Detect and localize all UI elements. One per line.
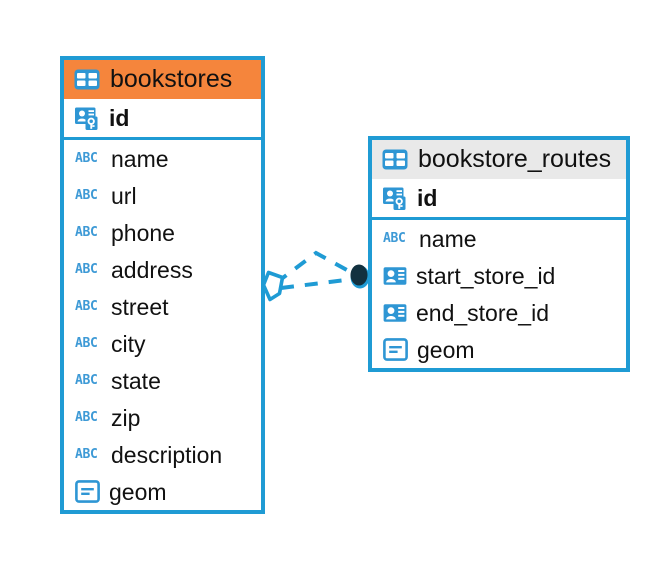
field-label: geom <box>109 478 167 505</box>
field-row-geom[interactable]: geom <box>64 473 261 510</box>
field-row-address[interactable]: ABC address <box>64 251 261 288</box>
foreign-key-icon <box>383 302 407 324</box>
abc-text-icon: ABC <box>75 409 98 425</box>
crows-foot-many-marker <box>261 270 285 302</box>
field-label: phone <box>111 219 175 246</box>
abc-text-icon: ABC <box>75 187 98 203</box>
field-label: geom <box>417 336 475 363</box>
foreign-key-icon <box>383 265 407 287</box>
field-label: street <box>111 293 169 320</box>
field-label: id <box>109 105 130 132</box>
relationship-line-lower <box>280 277 355 290</box>
field-label: description <box>111 441 223 468</box>
entity-header-bookstore-routes[interactable]: bookstore_routes <box>372 140 626 180</box>
abc-text-icon: ABC <box>75 335 98 351</box>
entity-title-bookstore-routes: bookstore_routes <box>418 145 612 173</box>
primary-key-icon <box>75 106 100 131</box>
field-row-state[interactable]: ABC state <box>64 362 261 399</box>
field-label: city <box>111 330 146 357</box>
table-icon <box>74 69 100 90</box>
field-label: url <box>111 182 137 209</box>
field-label: state <box>111 367 161 394</box>
primary-key-icon <box>383 186 408 211</box>
field-label: address <box>111 256 193 283</box>
abc-text-icon: ABC <box>75 446 98 462</box>
field-label: name <box>111 145 169 172</box>
field-row-name[interactable]: ABC name <box>372 220 626 257</box>
geometry-icon <box>383 338 408 362</box>
field-row-id[interactable]: id <box>372 179 626 221</box>
abc-text-icon: ABC <box>75 150 98 166</box>
entity-bookstore-routes[interactable]: bookstore_routes <box>368 136 630 373</box>
field-row-start-store-id[interactable]: start_store_id <box>372 257 626 294</box>
field-row-end-store-id[interactable]: end_store_id <box>372 294 626 331</box>
abc-text-icon: ABC <box>75 372 98 388</box>
abc-text-icon: ABC <box>75 298 98 314</box>
field-label: name <box>419 225 477 252</box>
field-row-city[interactable]: ABC city <box>64 325 261 362</box>
abc-text-icon: ABC <box>75 224 98 240</box>
field-row-id[interactable]: id <box>64 99 261 141</box>
field-label: start_store_id <box>416 262 556 289</box>
field-row-street[interactable]: ABC street <box>64 288 261 325</box>
relationship-line-upper <box>274 250 357 285</box>
field-label: end_store_id <box>416 299 549 326</box>
entity-title-bookstores: bookstores <box>110 65 233 93</box>
field-row-phone[interactable]: ABC phone <box>64 214 261 251</box>
field-row-geom[interactable]: geom <box>372 331 626 368</box>
geometry-icon <box>75 480 100 504</box>
field-row-description[interactable]: ABC description <box>64 436 261 473</box>
field-row-zip[interactable]: ABC zip <box>64 399 261 436</box>
field-list-bookstore-routes: id ABC name start_store_id <box>372 179 626 368</box>
entity-bookstores[interactable]: bookstores <box>60 56 265 515</box>
abc-text-icon: ABC <box>75 261 98 277</box>
field-row-name[interactable]: ABC name <box>64 140 261 177</box>
field-row-url[interactable]: ABC url <box>64 177 261 214</box>
entity-header-bookstores[interactable]: bookstores <box>64 60 261 100</box>
table-icon <box>382 149 408 170</box>
field-label: id <box>417 185 438 212</box>
field-list-bookstores: id ABC name ABC url ABC phone ABC addres… <box>64 99 261 510</box>
filled-circle-one-marker <box>350 264 370 289</box>
abc-text-icon: ABC <box>383 230 406 246</box>
field-label: zip <box>111 404 141 431</box>
